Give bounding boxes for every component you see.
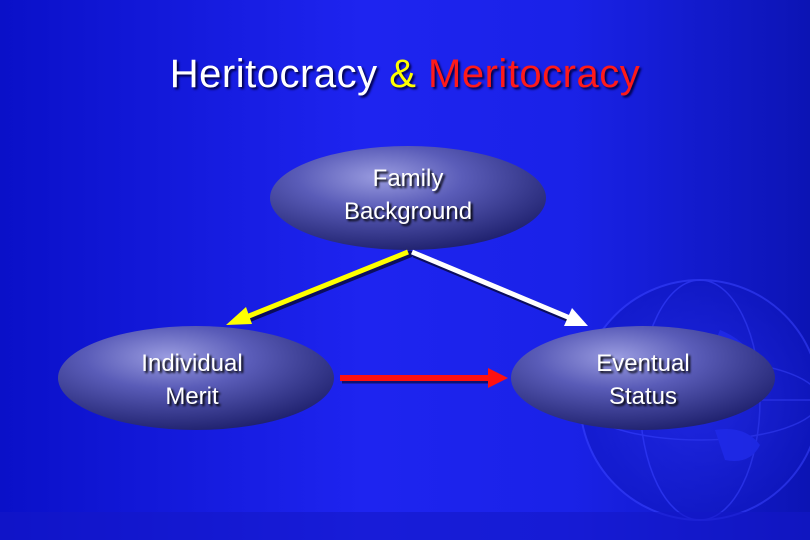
bottom-band	[0, 512, 810, 540]
status-label-line2: Status	[608, 383, 678, 410]
arrow-family-to-status	[411, 249, 588, 326]
merit-label-line2: Merit	[165, 383, 219, 410]
status-label-line1: Eventual	[596, 350, 690, 377]
family-label-line2: Background	[343, 198, 473, 225]
arrow-family-to-merit	[226, 249, 414, 325]
title-ampersand: &	[389, 52, 417, 96]
merit-label-line1: Individual	[141, 350, 243, 377]
title-meritocracy: Meritocracy	[428, 52, 641, 96]
eventual-status-oval	[511, 326, 775, 430]
arrow-merit-to-status	[340, 368, 508, 388]
family-background-oval	[270, 146, 546, 250]
slide-title: Heritocracy & Meritocracy	[0, 52, 810, 97]
family-label-line1: Family	[372, 165, 444, 192]
individual-merit-oval	[58, 326, 334, 430]
individual-merit-label: Individual Merit	[72, 347, 312, 413]
family-background-label: Family Background	[288, 162, 528, 228]
title-heritocracy: Heritocracy	[169, 52, 378, 96]
eventual-status-label: Eventual Status	[523, 347, 763, 413]
